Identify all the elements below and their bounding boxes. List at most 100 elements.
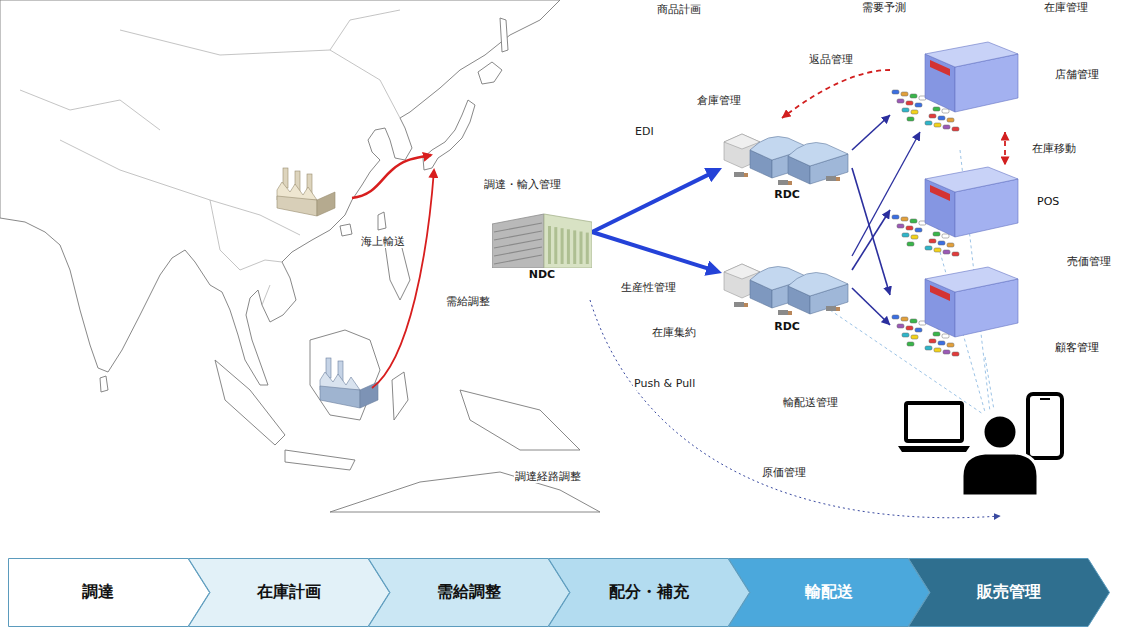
car-icon bbox=[929, 339, 936, 343]
car-icon bbox=[942, 109, 949, 113]
warehouse-roof bbox=[788, 143, 848, 167]
step-label: 輸配送 bbox=[805, 582, 853, 603]
country-border bbox=[262, 285, 270, 305]
country-border bbox=[20, 90, 160, 130]
delivery-line bbox=[985, 357, 994, 410]
customer-icon bbox=[898, 446, 970, 452]
car-icon bbox=[906, 226, 913, 230]
warehouse-icon bbox=[722, 118, 852, 188]
car-icon bbox=[907, 117, 914, 121]
window-column bbox=[561, 228, 564, 264]
annotation-label: 返品管理 bbox=[808, 53, 854, 66]
annotation-label: 需要予測 bbox=[861, 1, 907, 14]
store-sign bbox=[930, 185, 950, 201]
factory-icon bbox=[320, 358, 378, 408]
annotation-label: 売価管理 bbox=[1066, 255, 1112, 268]
store-icon bbox=[890, 40, 1020, 132]
customer-icon bbox=[906, 403, 962, 441]
car-icon bbox=[907, 342, 914, 346]
annotation-label: 調達経路調整 bbox=[514, 470, 582, 483]
node-label: POS bbox=[1037, 195, 1059, 208]
car-icon bbox=[911, 110, 918, 114]
step-label: 配分・補充 bbox=[609, 582, 689, 603]
truck-icon bbox=[836, 307, 840, 311]
car-icon bbox=[897, 99, 904, 103]
country-border bbox=[20, 10, 400, 305]
shipping-route bbox=[372, 170, 434, 388]
customer-icon bbox=[983, 415, 1017, 449]
land bbox=[100, 376, 108, 392]
chevron-shape bbox=[909, 559, 1110, 627]
shipping-route bbox=[352, 155, 434, 388]
car-icon bbox=[938, 116, 945, 120]
truck-icon bbox=[788, 181, 792, 185]
store-icon bbox=[890, 165, 1020, 257]
car-icon bbox=[934, 248, 941, 252]
car-icon bbox=[906, 101, 913, 105]
truck-icon bbox=[734, 302, 744, 307]
flow-arrow bbox=[852, 115, 890, 150]
building-face bbox=[492, 214, 544, 268]
chevron-shape bbox=[729, 559, 930, 627]
annotation-label: 生産性管理 bbox=[620, 281, 677, 294]
chevron-shape bbox=[369, 559, 570, 627]
process-chevron: 輸配送 bbox=[728, 558, 930, 627]
truck-icon bbox=[744, 303, 748, 307]
store-icon bbox=[890, 265, 1020, 357]
factory-icon bbox=[277, 168, 335, 216]
window-column bbox=[567, 229, 570, 264]
return-arrow bbox=[782, 70, 890, 118]
truck-icon bbox=[778, 180, 788, 185]
chevron-shape bbox=[9, 559, 210, 627]
car-icon bbox=[933, 232, 940, 236]
car-icon bbox=[910, 319, 917, 323]
land bbox=[478, 62, 502, 84]
window-row bbox=[494, 247, 542, 256]
car-icon bbox=[943, 350, 950, 354]
customer-icon bbox=[1040, 398, 1050, 400]
car-icon bbox=[938, 341, 945, 345]
store-node: POS bbox=[890, 165, 1064, 257]
process-chevron: 需給調整 bbox=[368, 558, 570, 627]
land bbox=[378, 212, 386, 230]
annotation-label: 在庫移動 bbox=[1031, 142, 1077, 155]
warehouse-node: RDC bbox=[722, 248, 852, 333]
store-roof bbox=[925, 267, 1018, 292]
shipping-route bbox=[352, 155, 431, 198]
flow-arrow bbox=[852, 168, 890, 295]
land bbox=[285, 450, 355, 470]
chevron-shape bbox=[549, 559, 750, 627]
car-icon bbox=[915, 328, 922, 332]
customer-icon bbox=[962, 453, 1038, 496]
car-icon bbox=[902, 108, 909, 112]
window-column bbox=[554, 227, 557, 264]
flow-arrow bbox=[852, 132, 920, 256]
step-label: 需給調整 bbox=[437, 582, 501, 603]
car-icon bbox=[906, 326, 913, 330]
car-icon bbox=[897, 224, 904, 228]
annotation-label: 倉庫管理 bbox=[696, 94, 742, 107]
return-arrow bbox=[1004, 132, 1006, 165]
annotation-label: 需給調整 bbox=[445, 295, 491, 308]
car-icon bbox=[901, 92, 908, 96]
car-icon bbox=[942, 334, 949, 338]
car-icon bbox=[897, 324, 904, 328]
chevron-shape bbox=[189, 559, 390, 627]
land bbox=[423, 100, 475, 170]
car-icon bbox=[943, 250, 950, 254]
truck-icon bbox=[778, 310, 788, 315]
store-roof bbox=[925, 167, 1018, 192]
land bbox=[385, 240, 410, 300]
node-label: 顧客管理 bbox=[1055, 341, 1099, 354]
car-icon bbox=[933, 107, 940, 111]
node-label: 店舗管理 bbox=[1055, 68, 1099, 81]
car-icon bbox=[943, 125, 950, 129]
customer-icon bbox=[898, 394, 1062, 496]
car-icon bbox=[892, 315, 899, 319]
warehouse-node: RDC bbox=[722, 118, 852, 201]
car-icon bbox=[901, 217, 908, 221]
car-icon bbox=[952, 127, 959, 131]
annotation-label: 原価管理 bbox=[761, 466, 807, 479]
country-border bbox=[120, 30, 400, 118]
